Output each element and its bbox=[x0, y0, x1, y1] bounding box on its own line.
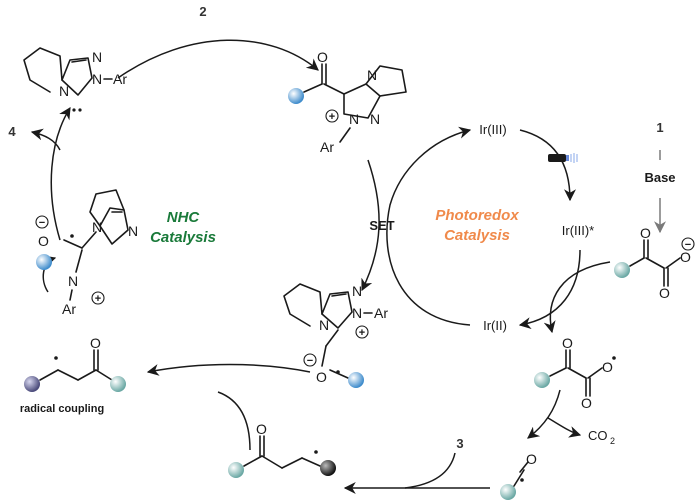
svg-text:O: O bbox=[602, 359, 613, 375]
svg-text:N: N bbox=[370, 111, 380, 127]
compound-1-label: 1 bbox=[656, 120, 663, 135]
svg-text:Ar: Ar bbox=[62, 301, 76, 317]
arrow-radical-to-coupling bbox=[217, 391, 251, 451]
arrow-oxalate-oxidation bbox=[543, 261, 611, 334]
svg-text:O: O bbox=[316, 369, 327, 385]
oxalate-radical-structure: O O O bbox=[534, 335, 616, 411]
compound-4-label: 4 bbox=[8, 124, 16, 139]
svg-text:O: O bbox=[90, 335, 101, 351]
arrow-radical-coupling-curl bbox=[42, 255, 57, 293]
decarboxylation-arrows bbox=[42, 255, 582, 494]
radical-coupling-label: radical coupling bbox=[20, 403, 104, 415]
ir3-excited-label: Ir(III)* bbox=[562, 223, 595, 238]
svg-text:N: N bbox=[92, 49, 102, 65]
nhc-catalyst-structure: N N N Ar bbox=[23, 47, 127, 112]
svg-text:N: N bbox=[128, 223, 138, 239]
photoredox-title-line2: Catalysis bbox=[444, 227, 510, 244]
svg-text:CO: CO bbox=[588, 428, 608, 443]
arrow-catalyst-to-acylazolium bbox=[117, 39, 319, 79]
arrow-adduct-to-catalyst bbox=[50, 106, 71, 241]
compound-2-label: 2 bbox=[199, 4, 206, 19]
svg-text:2: 2 bbox=[610, 436, 615, 446]
nhc-title-line1: NHC bbox=[167, 209, 201, 226]
ir2-label: Ir(II) bbox=[483, 318, 507, 333]
svg-text:O: O bbox=[659, 285, 670, 301]
photoredox-title-line1: Photoredox bbox=[435, 207, 519, 224]
set-label: SET bbox=[369, 218, 394, 233]
ir3-label: Ir(III) bbox=[479, 122, 506, 137]
arrow-ir2-to-ir3 bbox=[386, 126, 472, 326]
svg-text:+: + bbox=[359, 327, 365, 339]
svg-text:O: O bbox=[38, 233, 49, 249]
svg-text:O: O bbox=[680, 249, 691, 265]
svg-text:−: − bbox=[39, 217, 45, 229]
svg-text:O: O bbox=[562, 335, 573, 351]
arrow-excited-to-ir2 bbox=[518, 249, 581, 330]
photoredox-catalysis-title: Photoredox Catalysis bbox=[435, 207, 519, 244]
svg-text:O: O bbox=[256, 421, 267, 437]
svg-text:Ar: Ar bbox=[320, 139, 334, 155]
svg-text:N: N bbox=[92, 219, 102, 235]
oxalate-anion-structure: O O O − bbox=[614, 225, 695, 301]
svg-text:+: + bbox=[329, 111, 335, 123]
photoredox-cycle-arrows bbox=[386, 126, 666, 334]
acyl-azolium-structure: O N N N + Ar bbox=[288, 49, 407, 155]
co2-label: CO 2 bbox=[588, 428, 615, 446]
svg-text:O: O bbox=[640, 225, 651, 241]
substrate-ball-blue bbox=[288, 88, 304, 104]
svg-text:N: N bbox=[352, 305, 362, 321]
ketyl-radical-structure: N N N Ar + O − bbox=[283, 283, 388, 388]
arrow-alkene-3-in bbox=[404, 452, 456, 489]
svg-text:N: N bbox=[319, 317, 329, 333]
svg-text:−: − bbox=[307, 355, 313, 367]
svg-text:N: N bbox=[352, 283, 362, 299]
svg-text:N: N bbox=[59, 83, 69, 99]
nhc-cycle-arrows bbox=[30, 39, 380, 376]
acyl-radical-structure: O bbox=[500, 451, 537, 500]
arrow-co2-release bbox=[547, 417, 582, 438]
ketone-radical-structure: O bbox=[228, 421, 336, 478]
svg-text:Ar: Ar bbox=[113, 71, 127, 87]
svg-text:O: O bbox=[526, 451, 537, 467]
arrow-acylazolium-to-ketyl bbox=[361, 159, 380, 292]
compound-3-label: 3 bbox=[456, 436, 463, 451]
svg-text:N: N bbox=[367, 67, 377, 83]
arrow-release-product-4 bbox=[30, 128, 61, 151]
coupling-intermediate-structure: N N N O − + Ar O bbox=[24, 189, 138, 392]
svg-text:Ar: Ar bbox=[374, 305, 388, 321]
arrow-ketyl-to-coupling bbox=[146, 363, 311, 376]
light-source-icon bbox=[548, 153, 578, 163]
base-label: Base bbox=[644, 170, 675, 185]
svg-text:−: − bbox=[685, 239, 691, 251]
svg-text:N: N bbox=[349, 111, 359, 127]
svg-text:N: N bbox=[92, 71, 102, 87]
svg-text:O: O bbox=[317, 49, 328, 65]
svg-text:+: + bbox=[95, 293, 101, 305]
plus-charge: + bbox=[325, 109, 339, 123]
arrow-ir3-to-excited bbox=[519, 129, 576, 202]
arrow-decarboxylation bbox=[527, 389, 561, 439]
nhc-title-line2: Catalysis bbox=[150, 229, 216, 246]
minus-charge: − bbox=[681, 237, 695, 251]
svg-text:O: O bbox=[581, 395, 592, 411]
nhc-catalysis-title: NHC Catalysis bbox=[150, 209, 216, 246]
svg-text:N: N bbox=[68, 273, 78, 289]
